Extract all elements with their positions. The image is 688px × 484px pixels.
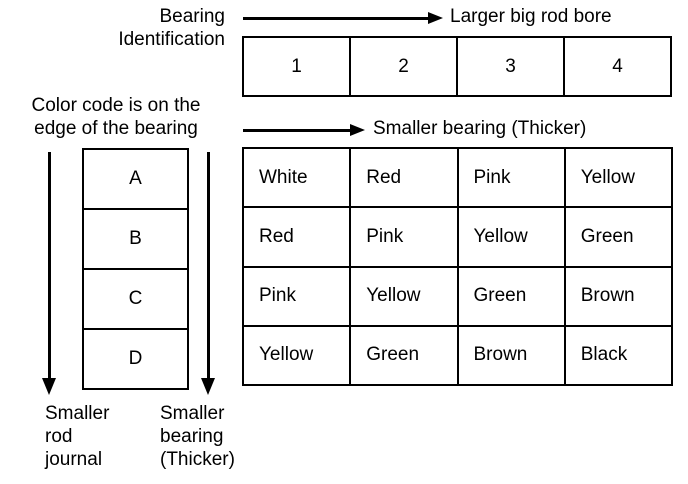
row-cell-b: B bbox=[82, 208, 189, 270]
top-cell-3: 3 bbox=[456, 36, 565, 97]
table-row: White Red Pink Yellow bbox=[241, 146, 674, 209]
color-cell-a3: Pink bbox=[456, 146, 566, 209]
table-row: 1 2 3 4 bbox=[242, 36, 672, 97]
table-row: Red Pink Yellow Green bbox=[241, 206, 674, 268]
color-cell-b3: Yellow bbox=[456, 206, 566, 268]
row-cell-d: D bbox=[82, 328, 189, 390]
smaller-rod-journal-arrow-icon bbox=[42, 152, 57, 395]
bearing-color-code-table: White Red Pink Yellow Red Pink Yellow Gr… bbox=[241, 146, 674, 387]
color-cell-a4: Yellow bbox=[563, 146, 674, 209]
color-cell-d2: Green bbox=[349, 324, 459, 387]
color-cell-b4: Green bbox=[563, 206, 674, 268]
table-row: C bbox=[82, 268, 189, 330]
color-cell-b1: Red bbox=[241, 206, 352, 268]
smaller-bearing-thicker-arrow-icon bbox=[201, 152, 216, 395]
smaller-bearing-thicker-bottom-label: Smaller bearing (Thicker) bbox=[160, 403, 235, 470]
bearing-identification-label: Bearing Identification bbox=[118, 6, 225, 50]
table-row: A bbox=[82, 148, 189, 210]
color-cell-c2: Yellow bbox=[349, 265, 459, 327]
smaller-bearing-arrow-icon bbox=[243, 124, 368, 137]
table-row: D bbox=[82, 328, 189, 390]
color-cell-c3: Green bbox=[456, 265, 566, 327]
color-cell-a1: White bbox=[241, 146, 352, 209]
color-cell-b2: Pink bbox=[349, 206, 459, 268]
row-cell-c: C bbox=[82, 268, 189, 330]
color-cell-c1: Pink bbox=[241, 265, 352, 327]
table-row: Yellow Green Brown Black bbox=[241, 324, 674, 387]
table-row: Pink Yellow Green Brown bbox=[241, 265, 674, 327]
color-code-row-table: A B C D bbox=[82, 148, 189, 390]
top-cell-4: 4 bbox=[563, 36, 672, 97]
color-code-note-label: Color code is on the edge of the bearing bbox=[31, 95, 201, 139]
smaller-bearing-thicker-top-label: Smaller bearing (Thicker) bbox=[373, 118, 587, 139]
larger-big-rod-bore-label: Larger big rod bore bbox=[450, 6, 612, 27]
color-cell-d4: Black bbox=[563, 324, 674, 387]
top-cell-1: 1 bbox=[242, 36, 351, 97]
color-cell-c4: Brown bbox=[563, 265, 674, 327]
bearing-identification-table: 1 2 3 4 bbox=[242, 36, 672, 97]
color-cell-d3: Brown bbox=[456, 324, 566, 387]
top-cell-2: 2 bbox=[349, 36, 458, 97]
smaller-rod-journal-label: Smaller rod journal bbox=[45, 403, 110, 470]
row-cell-a: A bbox=[82, 148, 189, 210]
table-row: B bbox=[82, 208, 189, 270]
larger-big-rod-bore-arrow-icon bbox=[243, 12, 443, 25]
color-cell-d1: Yellow bbox=[241, 324, 352, 387]
color-cell-a2: Red bbox=[349, 146, 459, 209]
